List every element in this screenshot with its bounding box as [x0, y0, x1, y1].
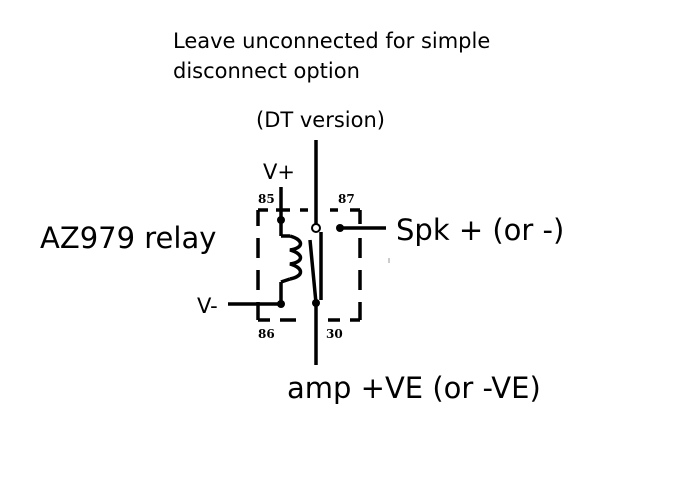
pin-30-label: 30: [326, 327, 343, 341]
dt-version-label: (DT version): [256, 108, 385, 132]
relay-name-label: AZ979 relay: [40, 221, 217, 255]
note-line-1: Leave unconnected for simple: [173, 29, 491, 53]
v-minus-label: V-: [197, 294, 218, 318]
speaker-label: Spk + (or -): [396, 213, 565, 247]
amp-label: amp +VE (or -VE): [287, 371, 541, 405]
pin-87-terminal: [336, 224, 344, 232]
pin-87-label: 87: [338, 192, 355, 206]
relay-switch: [308, 140, 386, 365]
pin-30-terminal: [312, 299, 320, 307]
pin-87a-terminal: [311, 223, 321, 233]
pin-86-terminal: [277, 300, 285, 308]
pin-85-terminal: [277, 216, 285, 224]
note-line-2: disconnect option: [173, 59, 360, 83]
v-plus-label: V+: [263, 160, 295, 184]
pin-86-label: 86: [258, 327, 275, 341]
pin-85-label: 85: [258, 192, 275, 206]
relay-housing: [256, 208, 362, 322]
